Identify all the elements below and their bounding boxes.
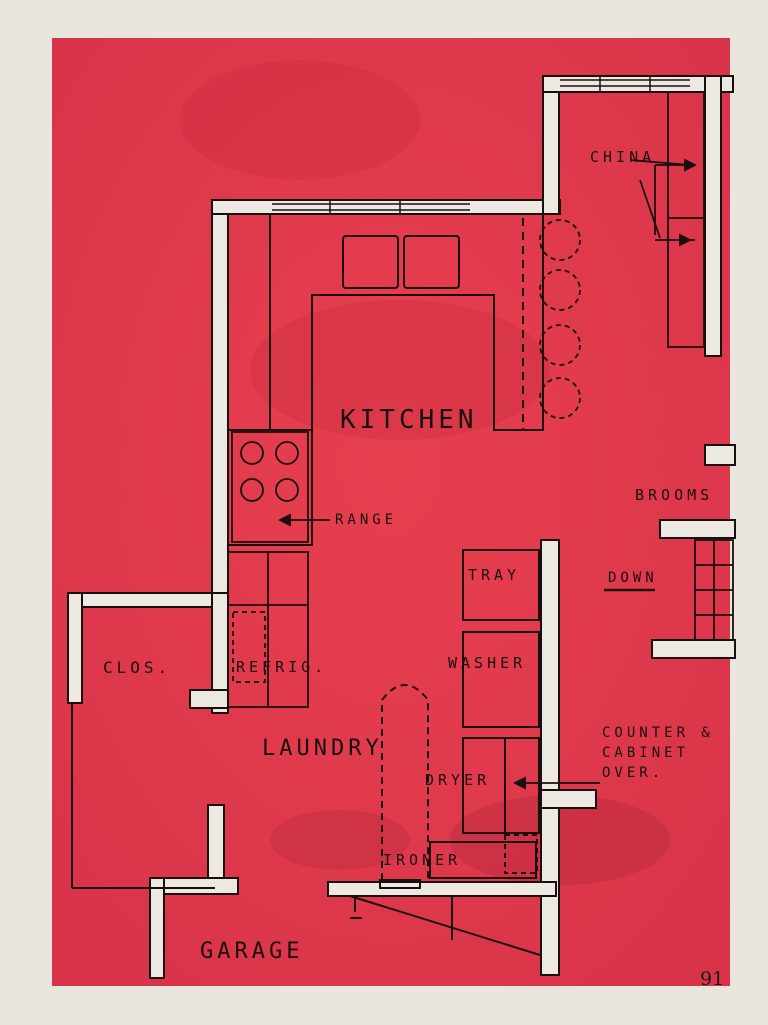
label-washer: WASHER [448, 654, 526, 672]
label-tray: TRAY [468, 566, 520, 584]
closet [71, 703, 215, 889]
label-dryer: DRYER [425, 771, 490, 789]
range-burners [231, 431, 309, 543]
leader-arrows [277, 158, 698, 790]
label-counter-3: OVER. [602, 765, 664, 781]
label-counter-1: COUNTER & [602, 725, 714, 741]
label-refrig: REFRIG. [236, 658, 327, 676]
label-ironer: IRONER [383, 851, 461, 869]
kitchen-counters [228, 213, 544, 546]
windows [272, 76, 690, 214]
laundry-appliances [379, 549, 540, 889]
label-counter-2: CABINET [602, 745, 689, 761]
stools [539, 219, 581, 419]
label-down: DOWN [608, 570, 658, 586]
label-garage: GARAGE [200, 939, 303, 964]
refrigerator [227, 551, 309, 708]
label-clos: CLOS. [103, 658, 171, 677]
page-number: 91 [700, 968, 725, 990]
stairs-down [604, 539, 734, 641]
label-china: CHINA [590, 148, 655, 166]
red-background [52, 38, 730, 986]
label-range: RANGE [335, 512, 397, 528]
label-kitchen: KITCHEN [340, 405, 478, 435]
label-laundry: LAUNDRY [262, 736, 383, 761]
label-brooms: BROOMS [635, 486, 713, 504]
garage-shelves [349, 895, 541, 956]
